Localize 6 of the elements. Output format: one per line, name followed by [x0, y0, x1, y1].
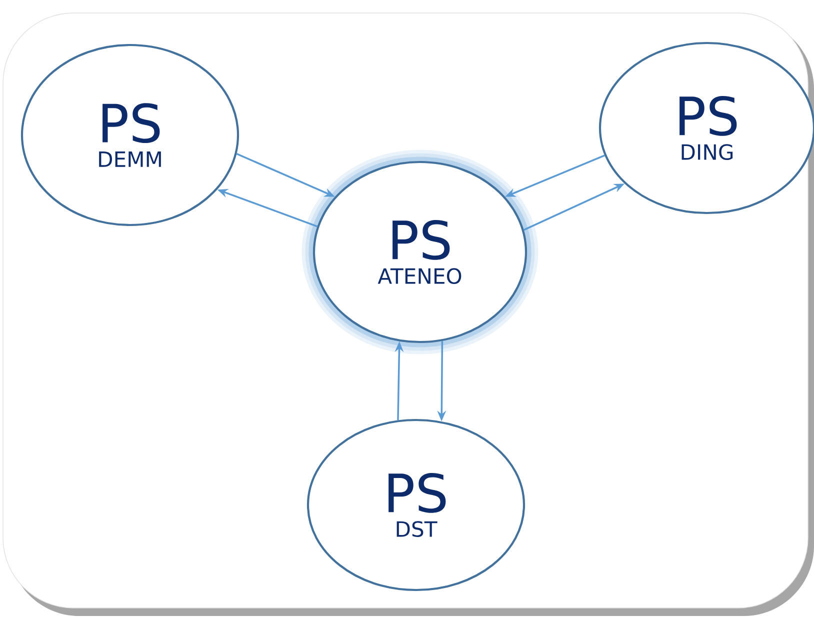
node-label: PS [680, 96, 737, 136]
circle-node: PS ATENEO [302, 150, 538, 354]
circle-node: PS DING [598, 42, 814, 214]
node-label: DING [682, 144, 733, 160]
circle-node: PS DST [306, 418, 526, 592]
circle-node: PS DEMM [20, 44, 240, 226]
